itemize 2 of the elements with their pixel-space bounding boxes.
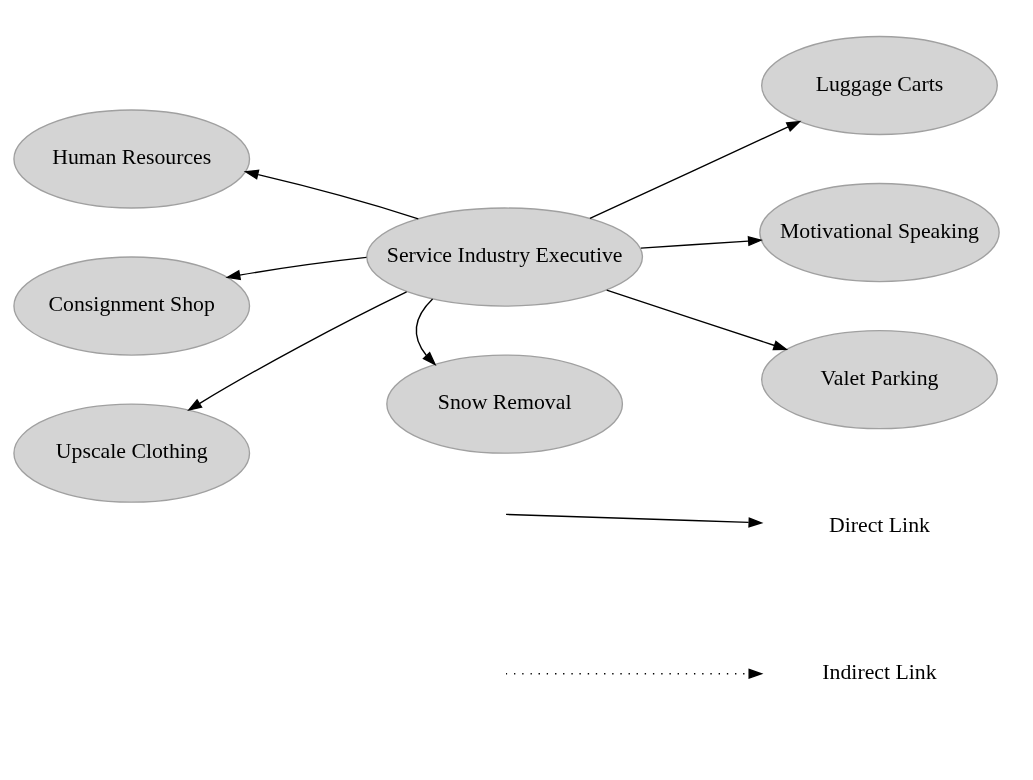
legend-label: Direct Link bbox=[829, 512, 930, 537]
legend-label: Indirect Link bbox=[822, 659, 937, 684]
